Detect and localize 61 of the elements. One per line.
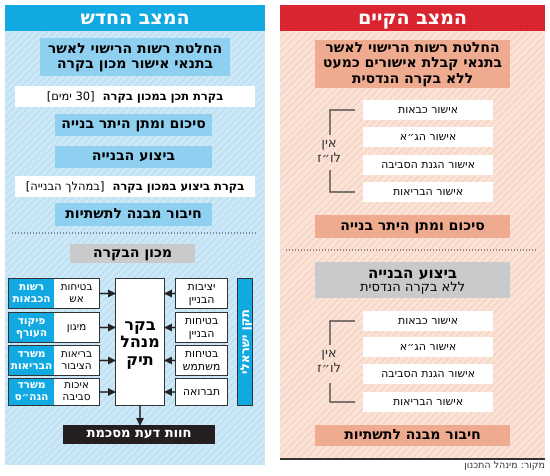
step-box: סיכום ומתן היתר בנייה	[315, 215, 510, 238]
approval-box: אישור הבריאות	[363, 182, 493, 202]
agency-box	[8, 312, 100, 343]
check-text: בטיחות אש	[60, 282, 94, 306]
step-box: סיכום ומתן היתר בנייה	[55, 114, 212, 136]
agency-label: משרד הבריאות	[9, 346, 54, 375]
approval-box: אישור הגנת הסביבה	[363, 364, 493, 384]
step-box: החלטת רשות הרישוי לאשר בתנאי קבלת אישורים כמעט ללא בקרה הנדסית	[315, 40, 510, 88]
check-text: בריאות הציבור	[60, 348, 94, 372]
inspector-box: בקר מנהל תיק	[115, 278, 165, 406]
check-box: בטיחות הבניין	[175, 312, 228, 343]
approval-box: אישור כבאות	[363, 311, 493, 331]
summary-box: חוות דעת מסכמת	[63, 425, 215, 444]
agency-box	[8, 378, 100, 406]
arrow	[164, 388, 175, 396]
approval-box: אישור הבריאות	[363, 392, 493, 412]
agency-label: משרד הגה״ס	[9, 379, 54, 405]
step-box: החלטת רשות הרישוי לאשר בתנאי אישור מכון בקרה	[40, 38, 230, 76]
approval-box: אישור כבאות	[363, 100, 493, 120]
arrow	[100, 324, 116, 332]
arrow	[164, 290, 175, 298]
vertical-label: תקן ישראלי	[238, 310, 252, 374]
step-note: [במהלך הבנייה]	[26, 180, 104, 193]
check-box: יציבות הבניין	[175, 278, 228, 309]
bracket-label: אין לו״ז	[316, 347, 342, 377]
step-box	[15, 176, 255, 197]
step-box	[15, 86, 255, 107]
step-box	[315, 262, 510, 298]
agency-label: פיקוד העורף	[9, 313, 54, 342]
panel-heading: המצב הקיים	[280, 5, 545, 31]
arrow	[100, 356, 116, 364]
arrow	[100, 388, 116, 396]
arrow	[100, 290, 116, 298]
comparison-panel	[280, 5, 545, 460]
agency-box	[8, 345, 100, 376]
step-box: חיבור מבנה לתשתיות	[55, 203, 212, 226]
step-note: [30 ימים]	[46, 90, 95, 103]
step-heading: ביצוע הבנייה	[368, 264, 458, 282]
agency-box	[8, 278, 100, 309]
arrow	[164, 324, 175, 332]
step-box: חיבור מבנה לתשתיות	[315, 425, 510, 446]
check-text: מיגון	[66, 322, 88, 334]
source-note: מקור: מינהל התכנון	[463, 461, 545, 472]
approval-box: אישור הג״א	[363, 337, 493, 357]
step-subtitle: ללא בקרה הנדסית	[360, 281, 465, 296]
panel-heading: המצב החדש	[5, 5, 265, 31]
agency-label: רשות הכבאות	[9, 279, 54, 308]
check-box: תברואה	[175, 378, 228, 406]
bracket-label: אין לו״ז	[316, 137, 342, 167]
step-box: ביצוע הבנייה	[55, 146, 212, 168]
arrow	[164, 356, 175, 364]
approval-box: אישור הגנת הסביבה	[363, 155, 493, 175]
check-box: בטיחות משתמש	[175, 345, 228, 376]
standard-bar	[237, 278, 253, 406]
check-text: איכות סביבה	[61, 380, 92, 404]
step-text: בקרת תכן במכון בקרה	[102, 90, 224, 103]
approval-box: אישור הג״א	[363, 127, 493, 147]
comparison-panel	[5, 5, 265, 465]
arrow	[136, 406, 144, 426]
heading-box: מכון הבקרה	[70, 244, 195, 263]
step-text: בקרת ביצוע במכון בקרה	[112, 180, 244, 193]
